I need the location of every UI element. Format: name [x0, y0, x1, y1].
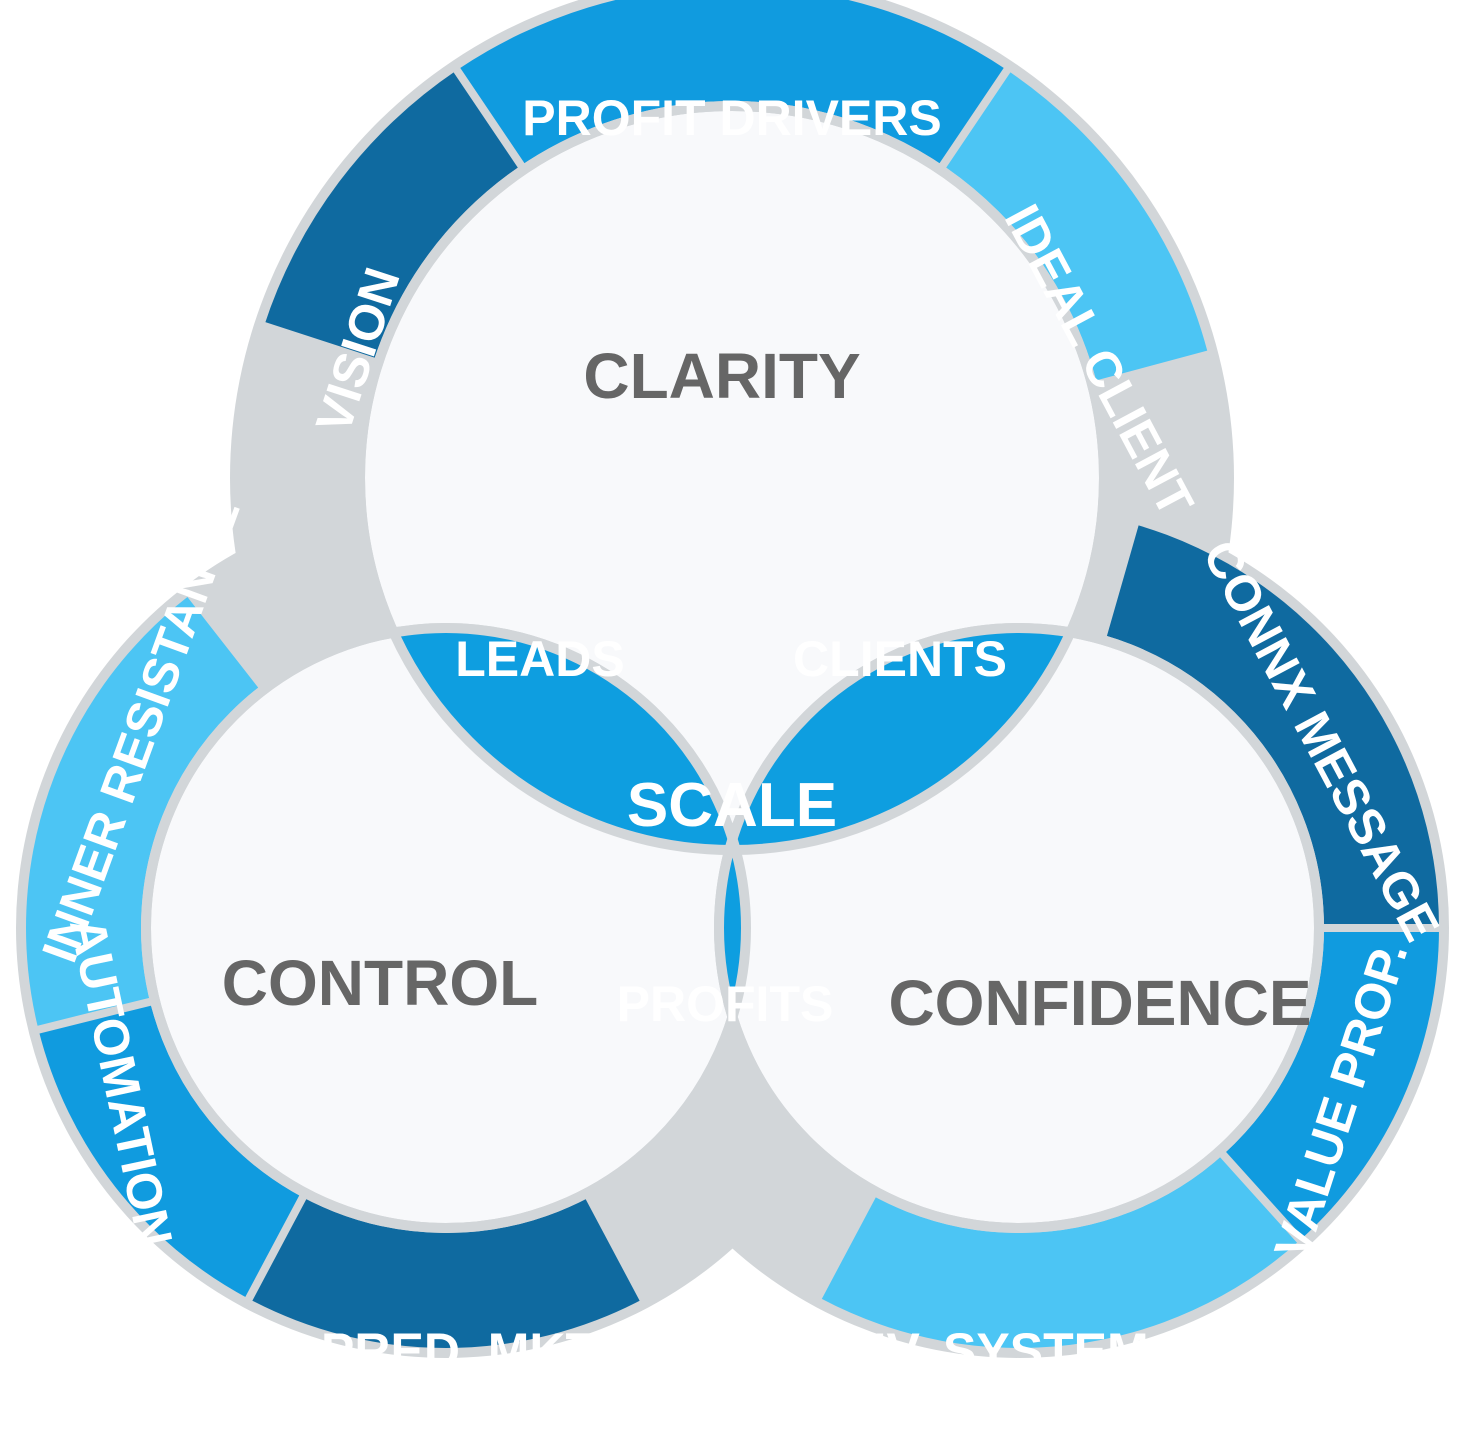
center-label-scale: SCALE: [627, 771, 837, 840]
overlap-label-clients: CLIENTS: [793, 631, 1007, 687]
circle-label-clarity: CLARITY: [583, 340, 860, 412]
ring-label-profit-drivers: PROFIT DRIVERS: [522, 90, 941, 146]
overlap-leads: [360, 628, 746, 850]
ring-label-conv-system: CONV. SYSTEM: [775, 1323, 1148, 1379]
circle-label-confidence: CONFIDENCE: [888, 967, 1311, 1039]
overlap-clients: [719, 628, 1104, 850]
circle-label-control: CONTROL: [222, 947, 538, 1019]
overlap-label-profits: PROFITS: [617, 976, 834, 1032]
overlap-label-leads: LEADS: [455, 631, 624, 687]
ring-label-pred-mktg: PRED. MKTG: [321, 1323, 635, 1379]
